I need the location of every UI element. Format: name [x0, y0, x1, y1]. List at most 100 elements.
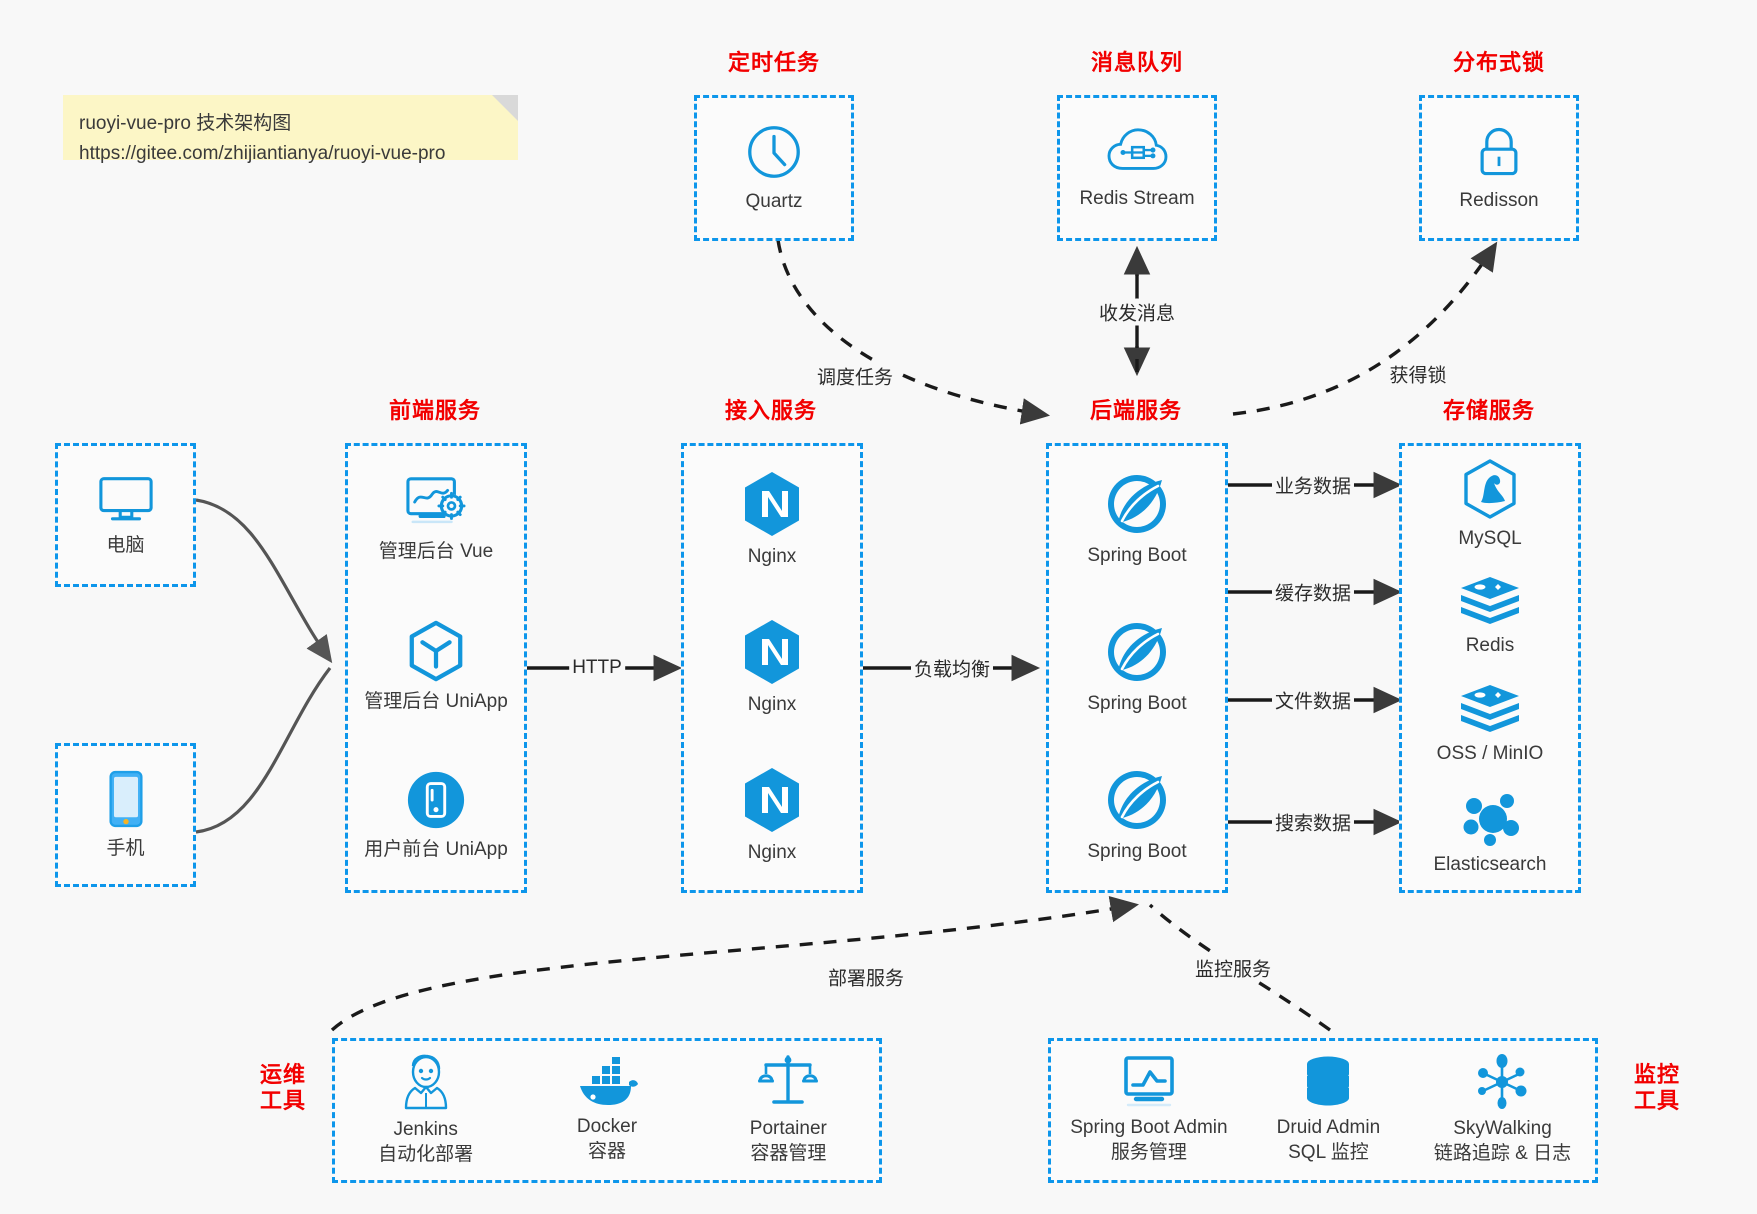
caption-gateway: 接入服务	[724, 398, 817, 423]
node-sublabel: 服务管理	[1110, 1142, 1187, 1163]
jenkins-icon	[397, 1053, 455, 1111]
cube-y-icon	[405, 619, 467, 683]
node-mysql[interactable]: MySQL	[1402, 458, 1578, 552]
node-label: 管理后台 UniApp	[364, 691, 508, 713]
group-monitoring-tools[interactable]: Spring Boot Admin 服务管理 Druid Admin SQL 监…	[1048, 1038, 1598, 1183]
edge-label-deploy-service: 部署服务	[824, 963, 908, 991]
group-message-queue[interactable]: Redis Stream	[1057, 95, 1217, 241]
caption-devops-tools: 运维 工具	[248, 1062, 318, 1115]
node-redis[interactable]: Redis	[1402, 575, 1578, 659]
node-mobile[interactable]: 手机	[58, 768, 193, 862]
group-client-mobile[interactable]: 手机	[55, 743, 196, 887]
node-label: Spring Boot	[1087, 693, 1187, 715]
caption-line-1: 监控	[1633, 1062, 1680, 1087]
edge-label-cache-data: 缓存数据	[1271, 578, 1355, 606]
note-title: ruoyi-vue-pro 技术架构图	[79, 113, 292, 134]
node-docker[interactable]: Docker 容器	[517, 1056, 697, 1164]
dashboard-gear-icon	[403, 473, 469, 533]
diagram-note: ruoyi-vue-pro 技术架构图 https://gitee.com/zh…	[63, 95, 518, 164]
edge-label-load-balance: 负载均衡	[910, 654, 994, 682]
group-frontend[interactable]: 管理后台 Vue 管理后台 UniApp 用户前台 U	[345, 443, 527, 893]
node-user-uniapp[interactable]: 用户前台 UniApp	[348, 769, 524, 863]
node-quartz[interactable]: Quartz	[697, 121, 851, 215]
group-backend[interactable]: Spring Boot Spring Boot Spring Boot	[1046, 443, 1228, 893]
node-sublabel: 容器管理	[750, 1143, 827, 1164]
group-client-pc[interactable]: 电脑	[55, 443, 196, 587]
edge-acquire-lock	[1232, 241, 1498, 416]
group-devops-tools[interactable]: Jenkins 自动化部署 Docker 容器	[332, 1038, 882, 1183]
oss-stack-icon	[1458, 683, 1522, 735]
edge-label-biz-data: 业务数据	[1271, 471, 1355, 499]
lock-icon	[1469, 122, 1529, 182]
node-spring-boot-1[interactable]: Spring Boot	[1049, 471, 1225, 569]
edge-label-search-data: 搜索数据	[1271, 808, 1355, 836]
node-sublabel: 自动化部署	[378, 1144, 474, 1165]
edge-label-file-data: 文件数据	[1271, 686, 1355, 714]
node-label: 电脑	[106, 535, 145, 557]
mysql-icon	[1461, 458, 1519, 520]
skywalking-icon	[1473, 1054, 1531, 1110]
node-spring-boot-2[interactable]: Spring Boot	[1049, 619, 1225, 717]
node-label: Spring Boot	[1087, 841, 1187, 863]
node-elasticsearch[interactable]: Elasticsearch	[1402, 790, 1578, 878]
edge-label-acquire-lock: 获得锁	[1386, 360, 1450, 388]
node-label: Druid Admin	[1276, 1117, 1381, 1139]
edge-deploy-service	[330, 896, 1140, 1032]
scales-icon	[758, 1054, 819, 1110]
node-sublabel: 容器	[587, 1141, 626, 1162]
node-label: Spring Boot	[1087, 545, 1187, 567]
node-label: 手机	[106, 838, 145, 860]
node-spring-boot-3[interactable]: Spring Boot	[1049, 767, 1225, 865]
node-label: Nginx	[747, 546, 797, 568]
clock-icon	[743, 121, 805, 183]
node-label: Redis	[1465, 635, 1515, 657]
node-druid-admin[interactable]: Druid Admin SQL 监控	[1247, 1055, 1410, 1165]
elasticsearch-icon	[1460, 790, 1520, 847]
caption-backend: 后端服务	[1089, 398, 1182, 423]
node-nginx-3[interactable]: Nginx	[684, 766, 860, 866]
node-admin-vue[interactable]: 管理后台 Vue	[348, 473, 524, 565]
node-label: 用户前台 UniApp	[364, 839, 508, 861]
smartphone-icon	[101, 768, 151, 830]
node-admin-uniapp[interactable]: 管理后台 UniApp	[348, 619, 524, 715]
node-label: Jenkins	[393, 1119, 458, 1141]
edge-label-schedule-task: 调度任务	[813, 362, 897, 390]
edge-mobile-to-frontend	[195, 667, 332, 834]
node-label: SkyWalking	[1453, 1118, 1552, 1140]
group-distributed-lock[interactable]: Redisson	[1419, 95, 1579, 241]
nginx-icon	[741, 618, 803, 686]
node-skywalking[interactable]: SkyWalking 链路追踪 & 日志	[1410, 1054, 1595, 1166]
node-spring-boot-admin[interactable]: Spring Boot Admin 服务管理	[1051, 1055, 1247, 1165]
node-portainer[interactable]: Portainer 容器管理	[699, 1054, 879, 1166]
node-redis-stream[interactable]: Redis Stream	[1060, 124, 1214, 212]
node-label: Docker	[576, 1116, 638, 1138]
caption-storage: 存储服务	[1442, 398, 1535, 423]
group-scheduled-task[interactable]: Quartz	[694, 95, 854, 241]
caption-scheduled-task: 定时任务	[727, 50, 820, 75]
node-label: Redis Stream	[1079, 188, 1195, 210]
node-nginx-1[interactable]: Nginx	[684, 470, 860, 570]
caption-line-2: 工具	[259, 1088, 306, 1114]
node-jenkins[interactable]: Jenkins 自动化部署	[336, 1053, 516, 1167]
spring-boot-icon	[1104, 471, 1170, 537]
node-label: Nginx	[747, 842, 797, 864]
caption-monitoring-tools: 监控 工具	[1622, 1062, 1692, 1115]
node-label: Elasticsearch	[1433, 854, 1547, 876]
docker-icon	[575, 1056, 639, 1108]
node-nginx-2[interactable]: Nginx	[684, 618, 860, 718]
node-pc[interactable]: 电脑	[58, 471, 193, 559]
edge-label-monitor-service: 监控服务	[1191, 954, 1275, 982]
node-redisson[interactable]: Redisson	[1422, 122, 1576, 214]
node-label: Redisson	[1459, 190, 1539, 212]
node-label: Nginx	[747, 694, 797, 716]
node-label: MySQL	[1458, 527, 1522, 549]
edge-pc-to-frontend	[195, 498, 333, 664]
node-oss-minio[interactable]: OSS / MinIO	[1402, 683, 1578, 767]
group-storage[interactable]: MySQL Redis	[1399, 443, 1581, 893]
group-gateway[interactable]: Nginx Nginx Nginx	[681, 443, 863, 893]
nginx-icon	[741, 470, 803, 538]
database-icon	[1302, 1055, 1354, 1109]
node-label: Spring Boot Admin	[1070, 1117, 1228, 1139]
caption-message-queue: 消息队列	[1090, 50, 1183, 75]
